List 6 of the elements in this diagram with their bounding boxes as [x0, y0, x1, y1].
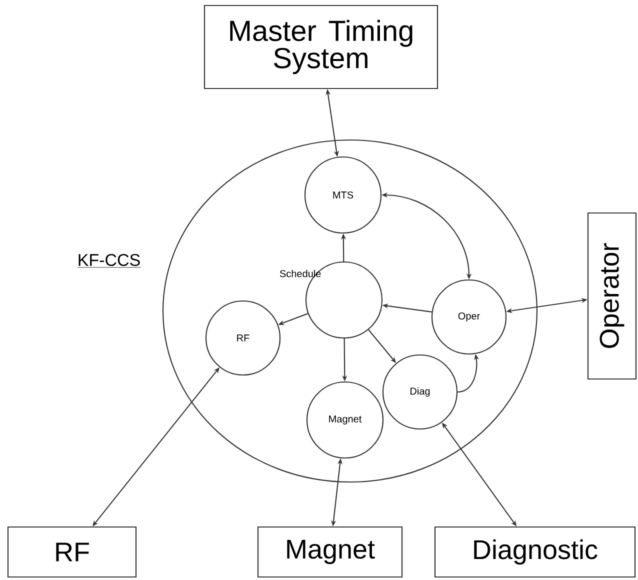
system-box: Operator [587, 212, 637, 380]
system-box: Master Timing System [204, 4, 438, 90]
system-box: RF [7, 526, 137, 578]
system-box: Diagnostic [434, 526, 636, 578]
system-box: Magnet [257, 526, 403, 578]
system-label: KF-CCS [77, 254, 141, 268]
